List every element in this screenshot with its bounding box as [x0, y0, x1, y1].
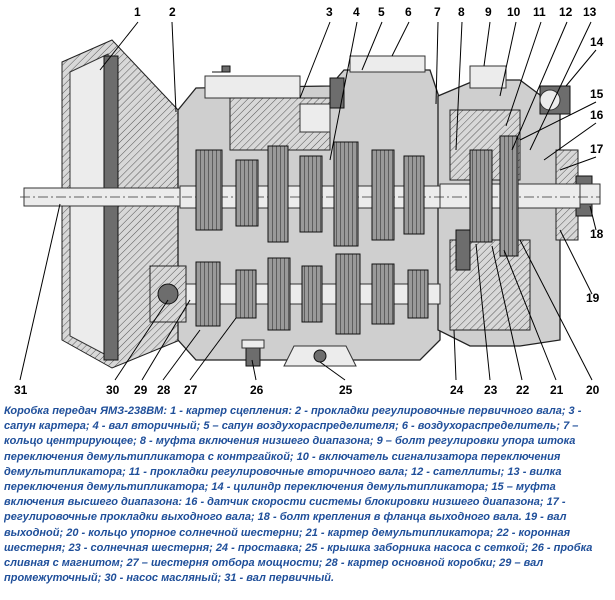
callout-30: 30 — [106, 383, 120, 397]
callout-13: 13 — [583, 5, 597, 19]
drain-plug — [241, 339, 265, 367]
callout-25: 25 — [339, 383, 353, 397]
callout-11: 11 — [533, 5, 546, 19]
callout-26: 26 — [250, 383, 264, 397]
top-cover — [229, 77, 345, 151]
callout-15: 15 — [590, 87, 604, 101]
callout-1: 1 — [134, 5, 141, 19]
callout-19: 19 — [586, 291, 600, 305]
callout-24: 24 — [450, 383, 464, 397]
callout-27: 27 — [184, 383, 198, 397]
figure-caption: Коробка передач ЯМЗ-238ВМ: 1 - картер сц… — [4, 405, 593, 585]
pump-intake-cover — [283, 345, 357, 367]
leader-lines — [19, 21, 597, 381]
transmission-cutaway-drawing: 1 2 3 4 5 6 7 8 9 10 11 12 13 14 15 16 1… — [14, 5, 604, 397]
callout-4: 4 — [353, 5, 360, 19]
callout-18: 18 — [590, 227, 604, 241]
counter-shaft — [149, 253, 441, 335]
callout-8: 8 — [458, 5, 465, 19]
callout-14: 14 — [590, 35, 604, 49]
callout-22: 22 — [516, 383, 530, 397]
callout-3: 3 — [326, 5, 333, 19]
callout-16: 16 — [590, 108, 604, 122]
oil-pump — [149, 265, 187, 323]
callout-17: 17 — [590, 142, 604, 156]
callout-9: 9 — [485, 5, 492, 19]
callout-2: 2 — [169, 5, 176, 19]
callout-10: 10 — [507, 5, 521, 19]
callout-7: 7 — [434, 5, 441, 19]
callout-28: 28 — [157, 383, 171, 397]
callout-labels: 1 2 3 4 5 6 7 8 9 10 11 12 13 14 15 16 1… — [14, 5, 604, 397]
callout-21: 21 — [550, 383, 564, 397]
callout-20: 20 — [586, 383, 600, 397]
callout-23: 23 — [484, 383, 498, 397]
callout-5: 5 — [378, 5, 385, 19]
callout-6: 6 — [405, 5, 412, 19]
callout-31: 31 — [14, 383, 28, 397]
main-shaft-gears — [195, 141, 425, 247]
callout-29: 29 — [134, 383, 148, 397]
callout-12: 12 — [559, 5, 573, 19]
planetary-gear-set — [455, 135, 519, 271]
